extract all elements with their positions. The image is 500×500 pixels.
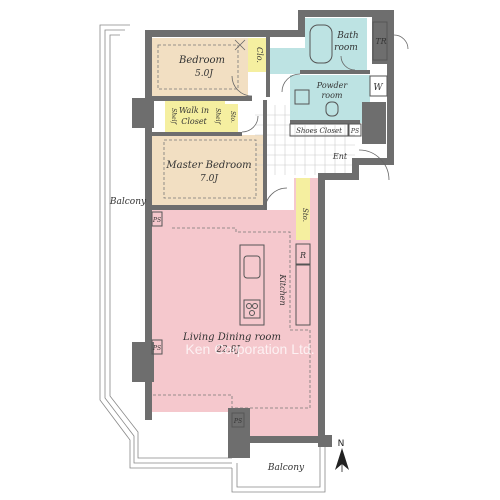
ps-box-sw xyxy=(151,339,163,355)
sto-label-small: Sto. xyxy=(229,111,236,123)
clo-label: Clo. xyxy=(255,47,264,63)
closet-clo-fill xyxy=(248,38,266,72)
ps-label-west: PS xyxy=(152,217,161,224)
watermark: Ken Corporation Ltd. xyxy=(185,341,314,357)
walls xyxy=(132,10,394,458)
washroom-fill xyxy=(270,48,305,74)
powder-label-2: room xyxy=(321,91,342,100)
r-fridge-box xyxy=(295,243,311,265)
entrance-label: Ent xyxy=(332,152,348,161)
w-label: W xyxy=(373,83,383,93)
master-bedroom-size: 7.0J xyxy=(200,174,219,184)
master-bedroom-fill xyxy=(152,135,265,205)
ldk-dash xyxy=(148,227,311,409)
ldk-label: Living Dining room xyxy=(182,332,281,343)
balcony-south-label: Balcony xyxy=(267,463,305,473)
kitchen-back-counter xyxy=(295,264,311,326)
sto-small-fill xyxy=(225,104,238,132)
r-label: R xyxy=(299,251,306,260)
balcony-west-outline xyxy=(99,24,232,469)
w-box xyxy=(369,75,388,97)
tr-label: TR xyxy=(375,37,386,46)
ps-box-west xyxy=(151,211,163,227)
bedroom-fill xyxy=(152,38,248,96)
ps-label-east: PS xyxy=(350,128,359,135)
ps-box-east xyxy=(348,123,362,137)
powder-label-1: Powder xyxy=(316,81,349,90)
kitchen-sink xyxy=(243,255,261,279)
ldk-size: 22.8J xyxy=(215,345,241,355)
shelf-label-right: Shelf xyxy=(214,108,221,125)
bedroom-label: Bedroom xyxy=(178,55,225,66)
bath-label-2: room xyxy=(334,43,358,53)
ldk-fill xyxy=(152,178,318,440)
tr-box xyxy=(372,21,388,61)
kitchen-counter xyxy=(239,244,265,326)
bath-label-1: Bath xyxy=(336,31,358,41)
north-label: N xyxy=(338,439,345,449)
walk-in-label-2: Closet xyxy=(181,117,207,126)
ps-box-south xyxy=(231,412,245,428)
sto-label-tall: Sto. xyxy=(301,208,309,222)
washbasin xyxy=(294,89,310,105)
walk-in-closet-fill xyxy=(165,100,225,132)
master-bedroom-label: Master Bedroom xyxy=(165,160,251,171)
ps-label-sw: PS xyxy=(152,345,161,352)
powder-room-fill xyxy=(290,75,370,123)
master-dash xyxy=(163,139,257,199)
bathtub xyxy=(309,24,333,64)
balcony-south-outline xyxy=(231,440,326,493)
ps-label-south: PS xyxy=(233,418,242,425)
sto-tall-fill xyxy=(296,178,310,240)
bedroom-dash xyxy=(157,44,239,90)
walk-in-label-1: Walk in xyxy=(179,106,209,115)
shoes-closet-label: Shoes Closet xyxy=(296,127,342,135)
kitchen-label: Kitchen xyxy=(278,273,287,305)
bedroom-size: 5.0J xyxy=(195,69,214,79)
balcony-west-label: Balcony xyxy=(109,197,147,207)
kitchen-stove xyxy=(243,299,261,319)
north-arrow-icon xyxy=(335,448,349,472)
bath-fill xyxy=(305,18,367,70)
door-swings xyxy=(231,34,409,211)
toilet xyxy=(325,101,339,117)
shoes-closet-box xyxy=(289,123,349,137)
shelf-label-left: Shelf xyxy=(170,108,177,125)
